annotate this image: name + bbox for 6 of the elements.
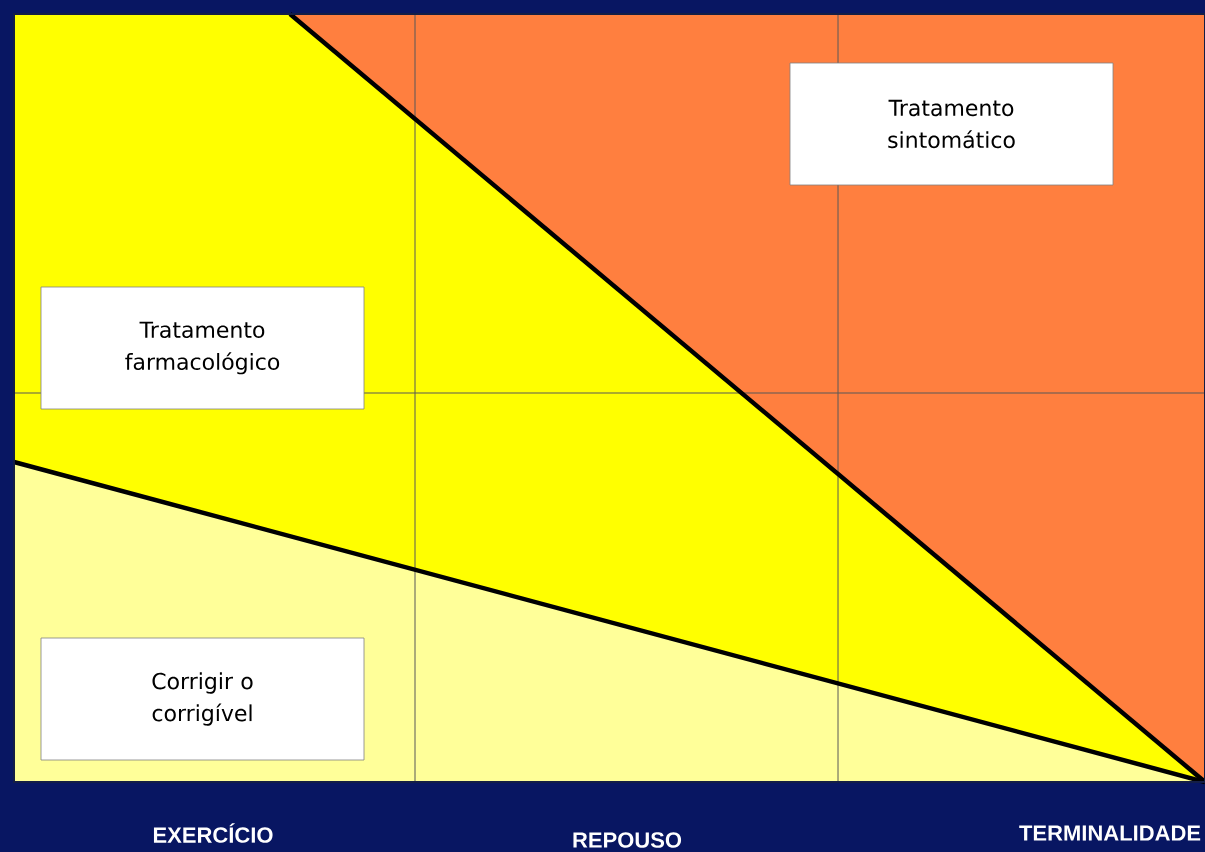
axis-label: EXERCÍCIO [153, 823, 273, 843]
label-box: Tratamento sintomático [789, 62, 1114, 186]
label-box: Corrigir o corrigível [40, 637, 365, 761]
label-box: Tratamento farmacológico [40, 286, 365, 410]
axis-label: TERMINALIDADE [1019, 825, 1201, 841]
axis-label: REPOUSO [573, 832, 682, 848]
